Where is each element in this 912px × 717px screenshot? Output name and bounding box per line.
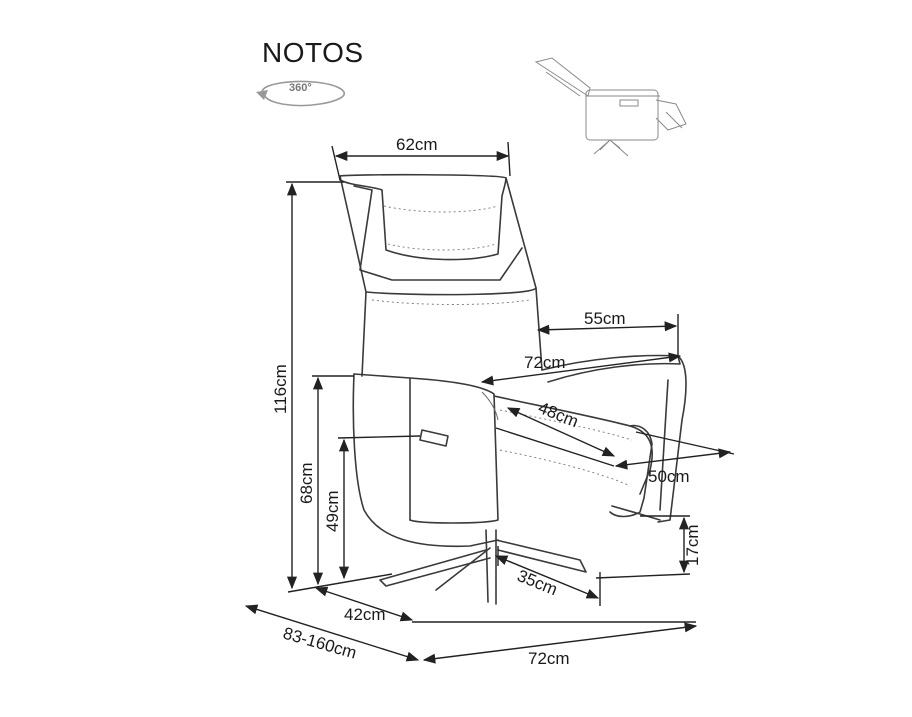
label-width-top: 62cm [396,135,438,154]
reclined-thumbnail [534,57,687,157]
dimension-lines [244,141,735,664]
label-armrest-span: 72cm [524,353,566,372]
armchair-drawing [339,173,687,605]
label-base-depth: 42cm [344,605,386,624]
label-seat-height: 49cm [323,490,342,532]
rotation-360-icon: 360° [256,80,345,107]
svg-text:360°: 360° [289,82,312,94]
label-armrest-height: 68cm [297,462,316,504]
dim-line-seat-depth [506,407,616,457]
label-footrest-length: 50cm [648,467,690,486]
dim-line-total-depth [244,604,420,662]
dim-line-footrest-length [614,448,732,470]
dim-line-armrest-span [480,352,682,386]
product-title: NOTOS [262,37,364,68]
dim-line-total-width [422,622,698,664]
label-total-height: 116cm [271,364,290,414]
label-footrest-height: 17cm [683,524,702,566]
label-total-width: 72cm [528,649,570,668]
dimension-labels: 62cm 55cm 72cm 48cm 50cm 116cm 68cm 49cm… [271,135,702,668]
dim-line-armrest-depth [536,321,678,335]
label-base-width: 35cm [515,566,561,599]
label-seat-depth: 48cm [536,398,582,431]
label-armrest-depth: 55cm [584,309,626,328]
dim-line-base-width [494,555,600,599]
